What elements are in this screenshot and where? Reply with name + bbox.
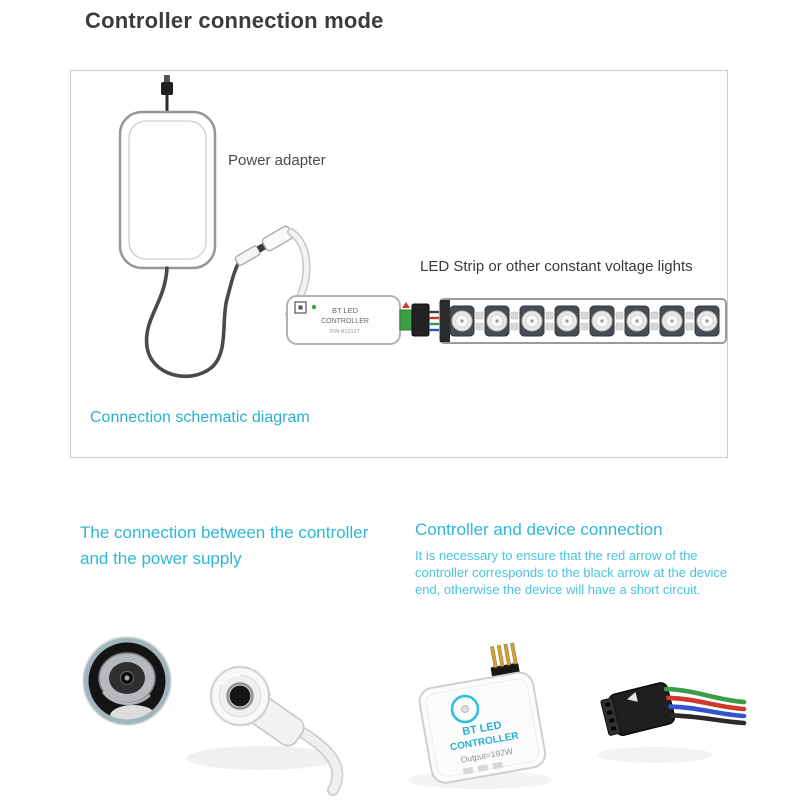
controller-illustration: BT LED CONTROLLER P/N:A1012T bbox=[286, 295, 401, 345]
right-section-heading: Controller and device connection bbox=[415, 520, 663, 539]
dc-jack-photo bbox=[210, 666, 344, 796]
black-arrow-icon bbox=[626, 692, 638, 702]
product-photos: BT LED CONTROLLER Output=192W bbox=[82, 636, 747, 796]
red-arrow-icon bbox=[402, 302, 410, 308]
lens-ring-icon bbox=[83, 637, 171, 725]
strip-connector-photo bbox=[600, 682, 747, 736]
schematic-illustration: BT LED CONTROLLER P/N:A1012T bbox=[118, 75, 727, 379]
highlight-circle-icon bbox=[450, 694, 480, 724]
dc-plug-closeup-photo bbox=[82, 636, 172, 726]
left-section-heading: The connection between the controller an… bbox=[80, 523, 369, 569]
controller-print-line1: BT LED bbox=[332, 306, 359, 315]
led-strip-label: LED Strip or other constant voltage ligh… bbox=[420, 258, 693, 275]
power-led-icon bbox=[311, 304, 317, 310]
controller-print-line2: CONTROLLER bbox=[321, 318, 369, 325]
controller-print-line3: P/N:A1012T bbox=[330, 329, 361, 335]
page-title: Controller connection mode bbox=[85, 8, 384, 33]
schematic-caption: Connection schematic diagram bbox=[90, 409, 310, 426]
controller-photo: BT LED CONTROLLER Output=192W bbox=[418, 642, 547, 784]
dc-connector-pair bbox=[234, 225, 294, 266]
right-section-body: It is necessary to ensure that the red a… bbox=[415, 548, 728, 598]
schematic-box: BT LED CONTROLLER P/N:A1012T bbox=[70, 70, 728, 458]
controller-output-connector bbox=[399, 302, 440, 337]
power-adapter-label: Power adapter bbox=[228, 152, 326, 169]
power-adapter-illustration bbox=[118, 75, 217, 270]
led-strip-illustration bbox=[439, 298, 727, 344]
adapter-cable bbox=[144, 260, 241, 379]
qr-code-icon bbox=[294, 301, 307, 314]
